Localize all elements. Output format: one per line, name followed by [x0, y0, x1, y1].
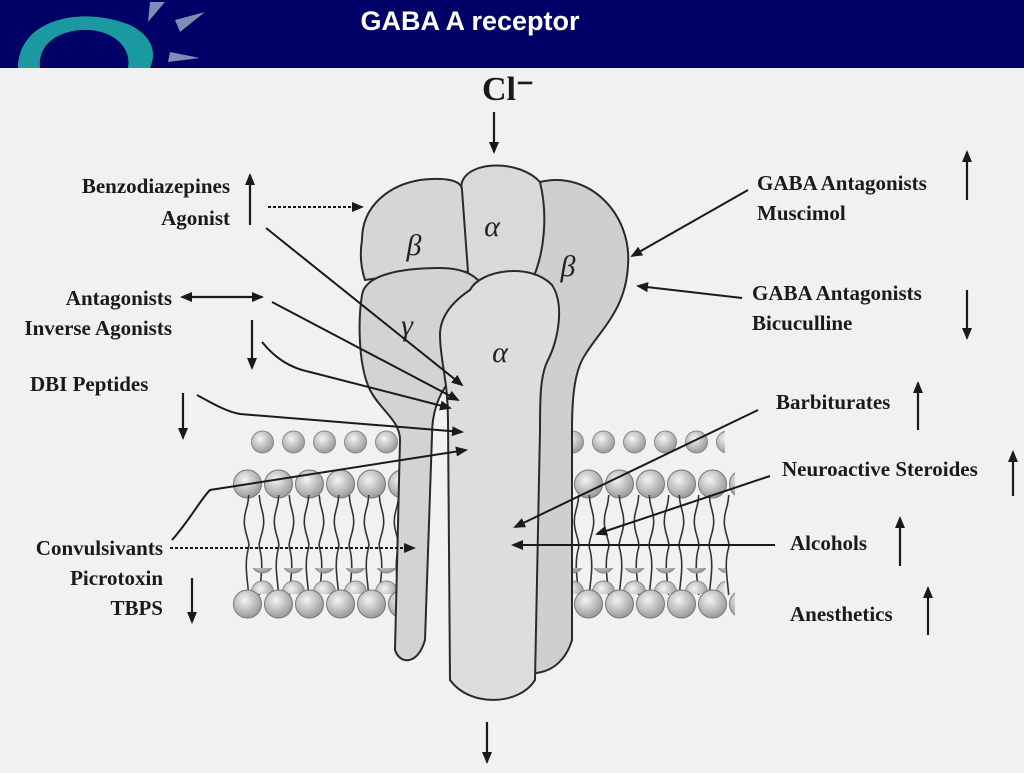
- svg-text:Benzodiazepines: Benzodiazepines: [82, 174, 230, 198]
- label-barbiturates: Barbiturates: [776, 381, 923, 430]
- slide-title: GABA A receptor: [360, 6, 580, 36]
- label-benzodiazepines: Benzodiazepines Agonist: [82, 173, 255, 230]
- membrane-left: [232, 430, 422, 627]
- svg-text:Picrotoxin: Picrotoxin: [70, 566, 163, 590]
- subunit-alpha-top-label: α: [484, 210, 501, 243]
- label-anesthetics: Anesthetics: [790, 586, 933, 635]
- svg-text:Anesthetics: Anesthetics: [790, 602, 893, 626]
- svg-text:Inverse Agonists: Inverse Agonists: [24, 316, 172, 340]
- label-dbi-peptides: DBI Peptides: [30, 372, 188, 440]
- svg-text:TBPS: TBPS: [110, 596, 163, 620]
- barbiturates-arrow: [513, 409, 759, 528]
- svg-text:Agonist: Agonist: [161, 206, 230, 230]
- gaba-receptor-diagram: β α β γ α Cl⁻ Benzodiazepines Agonist An…: [0, 68, 1024, 768]
- subunit-gamma-label: γ: [401, 309, 414, 342]
- subunit-alpha-top: [455, 164, 546, 286]
- label-antagonists: Antagonists Inverse Agonists: [24, 286, 264, 370]
- diagram-canvas: β α β γ α Cl⁻ Benzodiazepines Agonist An…: [24, 71, 1018, 764]
- svg-text:Convulsivants: Convulsivants: [36, 536, 163, 560]
- label-convulsivants: Convulsivants Picrotoxin TBPS: [36, 536, 197, 624]
- svg-text:Antagonists: Antagonists: [66, 286, 172, 310]
- slide-header: GABA A receptor: [0, 0, 1024, 68]
- subunit-beta-right-label: β: [560, 250, 576, 283]
- antagonists-arrow-1: [271, 301, 460, 401]
- convulsivants-arrow: [171, 446, 468, 541]
- muscimol-arrow: [630, 189, 749, 257]
- svg-text:Muscimol: Muscimol: [757, 201, 846, 225]
- svg-text:Neuroactive Steroides: Neuroactive Steroides: [782, 457, 978, 481]
- label-alcohols: Alcohols: [790, 516, 905, 566]
- subunit-beta-left: [359, 177, 470, 282]
- subunit-alpha-front-label: α: [492, 336, 509, 369]
- subunit-beta-left-label: β: [406, 229, 422, 262]
- svg-text:GABA Antagonists: GABA Antagonists: [757, 171, 927, 195]
- subunit-alpha-front: [438, 270, 561, 701]
- svg-text:Alcohols: Alcohols: [790, 531, 867, 555]
- bicuculline-arrow: [636, 282, 743, 299]
- logo-swoosh-icon: [18, 2, 205, 68]
- label-gaba-muscimol: GABA Antagonists Muscimol: [757, 150, 972, 225]
- steroides-arrow: [595, 475, 771, 536]
- svg-text:DBI Peptides: DBI Peptides: [30, 372, 148, 396]
- membrane-right: [555, 430, 735, 627]
- label-gaba-bicuculline: GABA Antagonists Bicuculline: [752, 281, 972, 340]
- benzodiazepine-arrow: [265, 227, 464, 387]
- label-neuroactive-steroides: Neuroactive Steroides: [782, 450, 1018, 496]
- svg-text:Bicuculline: Bicuculline: [752, 311, 852, 335]
- antagonists-arrow-2: [261, 341, 452, 411]
- chloride-ion-label: Cl⁻: [482, 71, 534, 108]
- svg-text:GABA Antagonists: GABA Antagonists: [752, 281, 922, 305]
- svg-text:Barbiturates: Barbiturates: [776, 390, 890, 414]
- dbi-peptides-arrow: [196, 394, 464, 437]
